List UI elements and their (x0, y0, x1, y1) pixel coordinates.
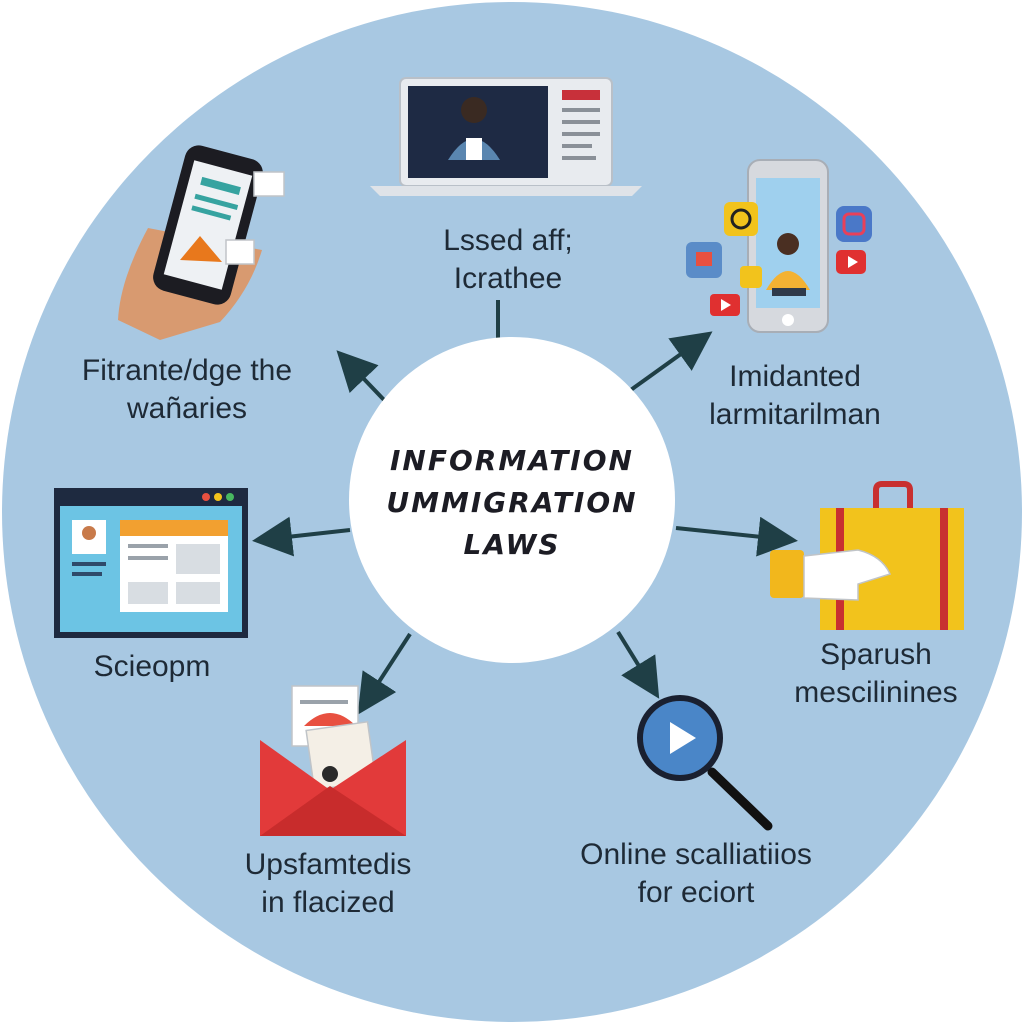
magnifier-play-icon (637, 695, 773, 831)
laptop-video-icon (370, 77, 642, 196)
arrow-to-left (252, 516, 351, 557)
node-label-top: Lssed aff; Icrathee (398, 222, 618, 298)
center-title: INFORMATION UMMIGRATION LAWS (372, 440, 652, 566)
arrow-to-top-right (626, 331, 713, 394)
node-label-bottom-left-line-1: Upsfamtedis (244, 848, 412, 881)
node-label-bottom-left: Upsfamtedis in flacized (218, 846, 438, 922)
center-title-line-2: UMMIGRATION (386, 486, 638, 519)
browser-window-icon (54, 488, 248, 638)
connector-arrows (252, 300, 798, 715)
node-label-top-left-line-2: wañaries (126, 392, 248, 425)
arrow-to-right (675, 516, 798, 557)
arrow-to-bottom-left (357, 632, 412, 715)
node-label-bottom-right: Online scalliatiios for eciort (556, 836, 836, 912)
center-title-line-3: LAWS (463, 528, 561, 561)
arrow-to-top-left (336, 350, 388, 404)
node-label-top-right-line-2: larmitarilman (709, 398, 881, 431)
envelope-documents-icon (260, 685, 406, 836)
node-label-right: Sparush mescilinines (766, 636, 986, 712)
node-label-top-left-line-1: Fitrante/dge the (81, 354, 293, 387)
node-label-top-left: Fitrante/dge the wañaries (52, 352, 322, 428)
node-label-top-line-1: Lssed aff; (443, 224, 573, 257)
node-label-bottom-right-line-1: Online scalliatiios (580, 838, 812, 871)
node-label-bottom-right-line-2: for eciort (637, 876, 755, 909)
node-label-bottom-left-line-2: in flacized (261, 886, 395, 919)
node-label-top-line-2: Icrathee (453, 262, 563, 295)
hand-phone-icon (118, 145, 285, 340)
node-label-left: Scieopm (52, 648, 252, 686)
center-circle (349, 337, 675, 663)
node-label-left-line-1: Scieopm (93, 650, 211, 683)
node-label-top-right: Imidanted larmitarilman (680, 358, 910, 434)
smartphone-social-icon (686, 159, 872, 333)
arrow-to-bottom-right (616, 630, 660, 699)
hand-suitcase-icon (770, 481, 964, 630)
center-title-line-1: INFORMATION (390, 444, 634, 477)
node-label-top-right-line-1: Imidanted (729, 360, 861, 393)
node-label-right-line-1: Sparush (820, 638, 932, 671)
node-label-right-line-2: mescilinines (794, 676, 958, 709)
